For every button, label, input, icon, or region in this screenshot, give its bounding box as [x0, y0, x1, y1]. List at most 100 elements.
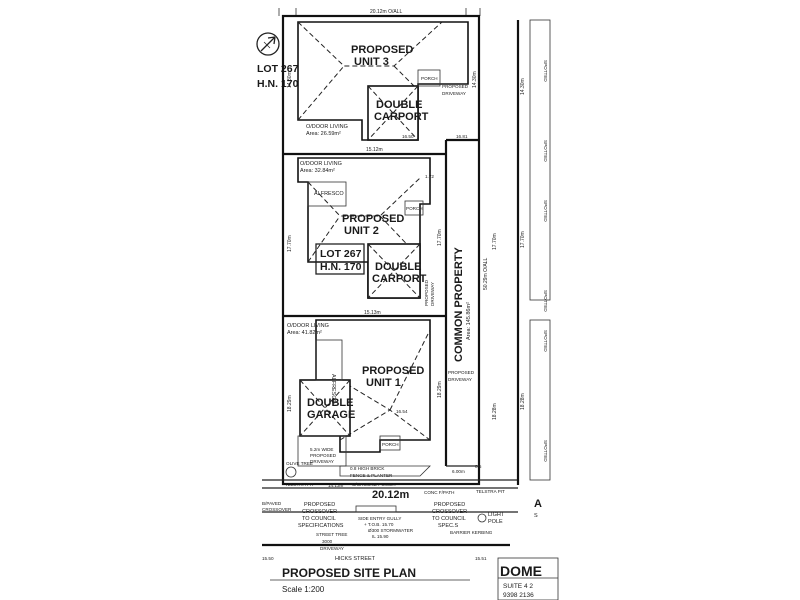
title-block-name: DOME: [500, 563, 542, 579]
unit-1-alfresco-label: ALFRESCO: [330, 374, 336, 404]
unit-2-porch-label: PORCH: [406, 206, 423, 211]
unit-3-title: PROPOSED: [351, 44, 413, 56]
neighbour-letter: A: [534, 498, 542, 510]
unit-2-outdoor-area: Area: 32.84m²: [300, 168, 335, 174]
unit-3-carport-label: DOUBLE: [376, 99, 422, 111]
right-u1-dim: 18.28m: [492, 403, 498, 420]
unit-2-width-dim: 15.12m: [366, 147, 383, 153]
front-dim: 20.12m: [372, 489, 410, 501]
unit-2-title: PROPOSED: [342, 213, 404, 225]
common-property-area: Area: 145.86m²: [466, 302, 472, 340]
unit-1-garage-label-2: GARAGE: [307, 409, 355, 421]
fence-label: 0.8 HIGH BRICK: [350, 466, 385, 471]
north-arrow-icon: [256, 32, 280, 56]
front-inner-dim: 14.13m: [328, 483, 343, 488]
unit-3-dim-small: 16.50: [402, 134, 414, 139]
barrier-kerbing-label: BARRIER KERBING: [450, 530, 493, 535]
front-small-dim: 0.5: [475, 464, 482, 469]
title-block-line-2: 9398 2136: [503, 592, 534, 599]
unit-1-driveway-width: 5.2m WIDE: [310, 447, 333, 452]
fence-label-2: FENCE & PLANTER: [350, 473, 393, 478]
fence-planter: [339, 465, 431, 477]
olive-tree-icon: [285, 466, 297, 478]
unit-2-lot-label: LOT 267: [320, 248, 362, 260]
crossover-right-2: CROSSOVER: [432, 509, 467, 515]
street-name: HICKS STREET: [335, 556, 376, 562]
neighbour-text-6: SPOTTED: [543, 440, 548, 462]
unit-3-porch: [417, 69, 441, 87]
unit-2-hn-label: H.N. 170: [320, 261, 362, 273]
driveway-width-label: 3000: [322, 539, 333, 544]
unit-1-driveway-label-2: DRIVEWAY: [310, 459, 334, 464]
unit-2-carport-label-2: CARPORT: [372, 273, 427, 285]
neighbour-letter-2: S: [534, 513, 538, 519]
unit-1-driveway: [297, 435, 347, 467]
right-u2-dim: 17.70m: [492, 233, 498, 250]
crossover-left-2: CROSSOVER: [302, 509, 337, 515]
unit-3-outdoor-area: Area: 26.59m²: [306, 131, 341, 137]
lot-label-left: LOT 267: [257, 63, 299, 75]
unit-3-dim-right: 16.81: [456, 134, 468, 139]
unit-1: PROPOSED UNIT 1 DOUBLE GARAGE ALFRESCO P…: [287, 310, 475, 478]
gully-label-3: Ø300 STORMWATER: [368, 528, 414, 533]
unit-1-alfresco: [315, 339, 343, 381]
top-boundary-dim: 20.12m O/ALL: [370, 9, 402, 15]
crossover-right-1: PROPOSED: [434, 502, 465, 508]
title-block-line-1: SUITE 4 2: [503, 583, 533, 590]
crossover-right-3: TO COUNCIL: [432, 516, 466, 522]
underground-power-label: U/GROUND POWER: [352, 482, 396, 487]
street-tree-label: STREET TREE: [316, 532, 347, 537]
unit-3-number: UNIT 3: [354, 56, 389, 68]
overall-right-dim: 50.29m O/ALL: [483, 258, 489, 290]
neighbour-text-3: SPOTTED: [543, 200, 548, 222]
neighbour-dim-1: 14.30m: [520, 78, 526, 95]
lot-hn-left: H.N. 170: [257, 78, 299, 90]
light-pole-label: LIGHT: [488, 512, 505, 518]
unit-1-height-dim: 18.29m: [287, 395, 293, 412]
unit-1-number: UNIT 1: [366, 377, 401, 389]
unit-1-width-dim: 15.13m: [364, 310, 381, 316]
unit-2-carport-label: DOUBLE: [375, 261, 421, 273]
gully-label-4: IL 15.90: [372, 534, 389, 539]
neighbour-text-1: SPOTTED: [543, 60, 548, 82]
common-driveway-label-2: DRIVEWAY: [448, 377, 472, 382]
neighbour-text-2: SPOTTED: [543, 140, 548, 162]
light-pole-label-2: POLE: [488, 519, 503, 525]
unit-2-driveway-label: PROPOSED: [424, 279, 429, 306]
gully-label-2: + T.O.B. 15.70: [364, 522, 394, 527]
common-front-dim: 6.00m: [452, 469, 465, 474]
unit-1-title: PROPOSED: [362, 365, 424, 377]
gully-label-1: SIDE ENTRY GULLY: [358, 516, 401, 521]
crossover-left-4: SPECIFICATIONS: [298, 523, 344, 529]
site-boundary: [281, 14, 481, 486]
street-frontage: OLIVE TREE TELSTRA PIT TELSTRA PIT U/GRO…: [262, 461, 518, 562]
unit-2-alfresco-label: ALFRESCO: [314, 191, 344, 197]
level-right: 15.51: [475, 556, 487, 561]
unit-3-driveway-label-2: DRIVEWAY: [442, 91, 466, 96]
level-left: 15.50: [262, 556, 274, 561]
unit-3-carport-label-2: CARPORT: [374, 111, 429, 123]
plan-title: PROPOSED SITE PLAN Scale 1:200: [270, 566, 470, 594]
lot-267-box: [315, 243, 365, 275]
unit-3-driveway-label: PROPOSED: [442, 84, 469, 89]
unit-1-depth-dim: 18.29m: [437, 381, 443, 398]
unit-1-dim-small: 16.54: [396, 409, 408, 414]
common-property: COMMON PROPERTY Area: 145.86m² 50.29m O/…: [452, 233, 498, 474]
unit-1-outdoor-area: Area: 41.82m²: [287, 330, 322, 336]
common-property-label: COMMON PROPERTY: [453, 246, 465, 362]
unit-1-porch: [379, 435, 401, 451]
plan-scale: Scale 1:200: [282, 585, 325, 594]
unit-3-height-dim: 14.30m: [287, 71, 293, 88]
title-block: DOME SUITE 4 2 9398 2136: [497, 557, 559, 600]
crossover-left-3: TO COUNCIL: [302, 516, 336, 522]
top-fence-marks: [278, 8, 481, 16]
unit-2-outdoor-label: O/DOOR LIVING: [300, 161, 342, 167]
neighbour-dim-2: 17.70m: [520, 231, 526, 248]
unit-2-driveway-label-2: DRIVEWAY: [430, 282, 435, 306]
neighbour-property: SPOTTED SPOTTED SPOTTED SPOTTED SPOTTED …: [516, 19, 551, 519]
common-driveway-label: PROPOSED: [448, 370, 475, 375]
unit-2-height-dim: 17.70m: [287, 235, 293, 252]
unit-1-outdoor-label: O/DOOR LIVING: [287, 323, 329, 329]
driveway-width-label-2: DRIVEWAY: [320, 546, 344, 551]
unit-1-driveway-label: PROPOSED: [310, 453, 337, 458]
